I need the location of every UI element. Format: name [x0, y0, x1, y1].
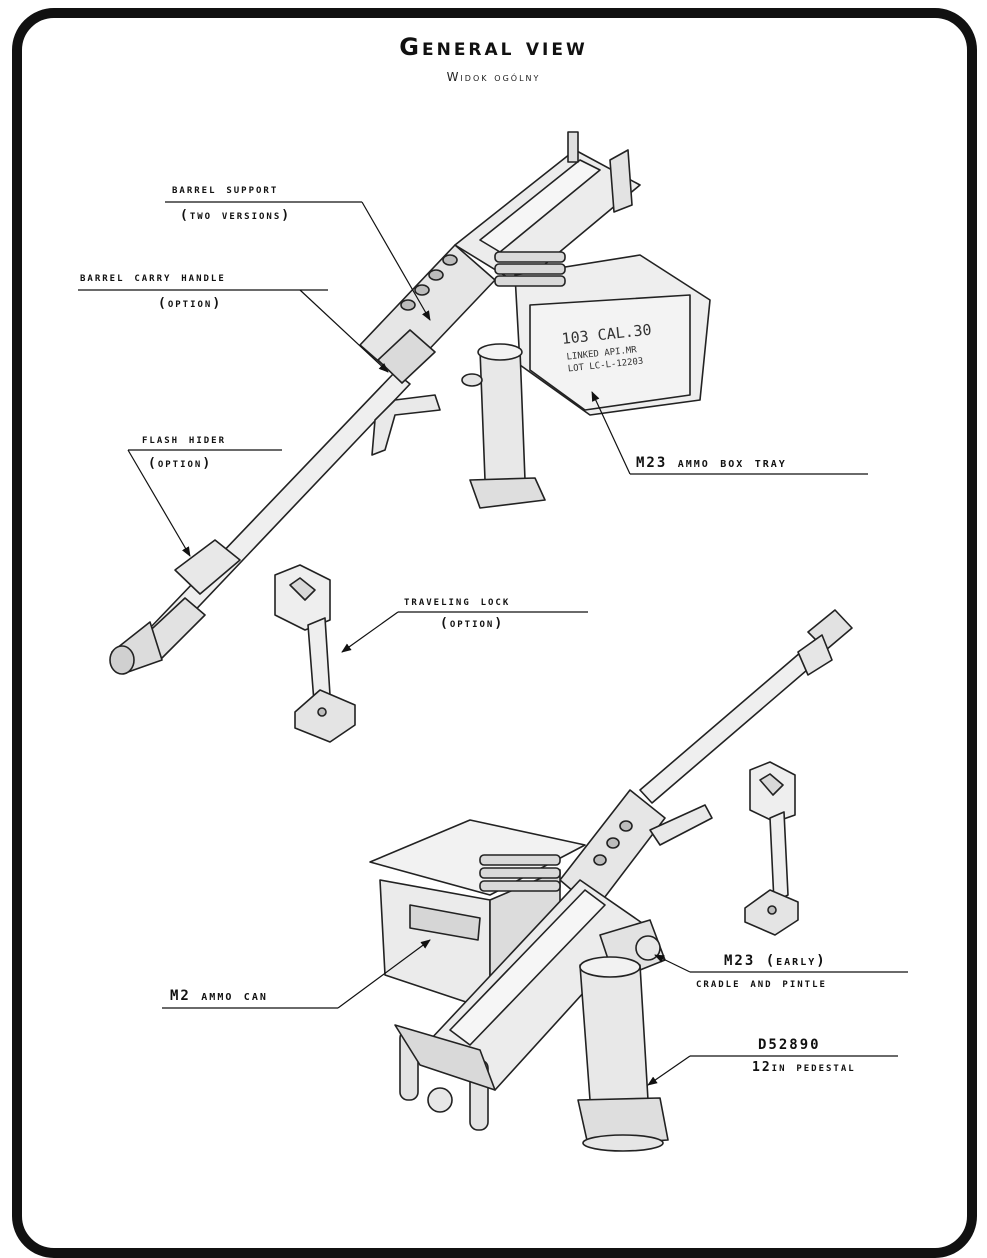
- callout-pedestal-id: D52890: [758, 1037, 821, 1053]
- upper-receiver-top: [479, 159, 601, 253]
- callout-m23-cradle-note: cradle and pintle: [696, 976, 827, 991]
- jacket-hole: [414, 284, 430, 296]
- callout-pedestal-note: 12in pedestal: [752, 1060, 856, 1075]
- jacket-hole: [442, 254, 458, 266]
- callout-m23-ammo-box-tray: M23 ammo box tray: [636, 455, 787, 471]
- callout-m2-ammo-can: M2 ammo can: [170, 988, 268, 1004]
- upper-muzzle-opening: [109, 645, 135, 675]
- lower-pedestal-base: [577, 1097, 669, 1146]
- lower-barrel: [639, 639, 829, 804]
- lower-ammo-belt: [479, 854, 561, 892]
- jacket-hole: [400, 299, 416, 311]
- page-title: General view: [399, 33, 588, 61]
- lower-ammo-can: [379, 879, 491, 1011]
- upper-pintle: [479, 349, 526, 481]
- lower-receiver-top: [449, 889, 606, 1046]
- callout-barrel-carry-handle-note: (option): [158, 296, 223, 311]
- lower-flash-hider: [797, 634, 833, 676]
- lower-gun: [369, 609, 853, 1152]
- upper-carry-handle: [371, 394, 441, 456]
- upper-ammo-tray-front: [529, 294, 691, 411]
- callout-m23-cradle: M23 (early): [724, 953, 827, 969]
- callout-barrel-carry-handle: barrel carry handle: [80, 270, 226, 285]
- upper-rear-sight: [567, 131, 579, 163]
- upper-pedestal-base: [469, 477, 546, 509]
- lower-pintle: [579, 964, 649, 1101]
- lower-ammo-tray-top: [369, 819, 586, 896]
- lower-carry-handle: [649, 804, 713, 846]
- upper-barrel-support: [377, 329, 436, 384]
- traveling-lock-lower: [744, 761, 799, 936]
- upper-gun: [109, 131, 711, 675]
- callout-flash-hider: flash hider: [142, 432, 227, 447]
- jacket-hole: [428, 269, 444, 281]
- lower-cradle-knob: [635, 935, 661, 961]
- lower-trigger-knob: [427, 1087, 453, 1113]
- callout-traveling-lock-note: (option): [440, 616, 505, 631]
- traveling-lock-upper: [274, 564, 356, 743]
- upper-pintle-top: [477, 343, 523, 361]
- lower-ammo-can-lid: [409, 904, 481, 941]
- callout-barrel-support-note: (two versions): [180, 208, 292, 223]
- upper-flash-hider-ring: [174, 539, 241, 595]
- upper-ammo-belt: [494, 251, 566, 287]
- leader-lines: [78, 201, 908, 1086]
- page-subtitle: Widok ogólny: [446, 70, 541, 84]
- lower-backplate: [394, 1024, 496, 1091]
- upper-elevation-knob: [461, 373, 483, 387]
- callout-flash-hider-note: (option): [148, 456, 213, 471]
- callout-barrel-support: barrel support: [172, 182, 279, 197]
- upper-spade-grip: [609, 149, 633, 213]
- illustration: 103 CAL.30 LINKED API.MR LOT LC-L-12203: [78, 131, 908, 1152]
- callout-traveling-lock: traveling lock: [404, 594, 511, 609]
